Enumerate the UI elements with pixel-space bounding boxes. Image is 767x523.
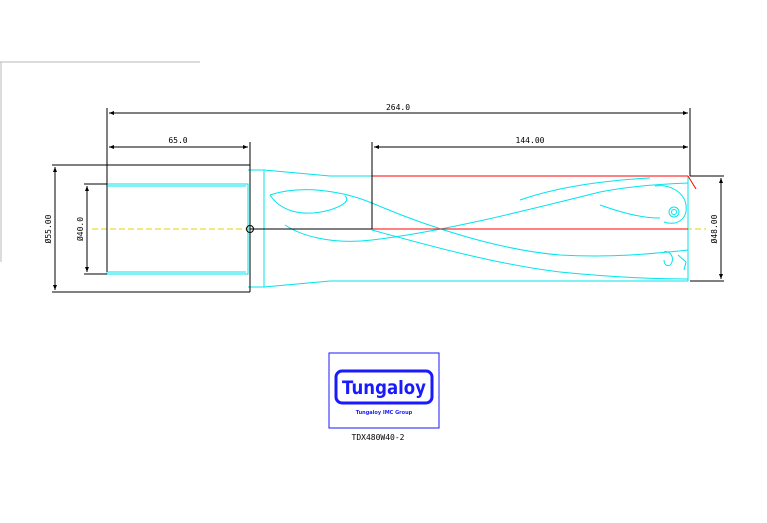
brand-logo: Tungaloy Tungaloy IMC Group xyxy=(328,352,440,429)
dimension-drill-diameter-label: Ø48.00 xyxy=(709,214,719,243)
dimension-shank-diameter-label: Ø40.0 xyxy=(75,217,85,241)
dimension-flute-length-label: 144.00 xyxy=(516,136,545,145)
cutting-edge xyxy=(372,175,697,230)
brand-logo-text: Tungaloy xyxy=(342,377,427,399)
viewport-frame xyxy=(0,61,200,262)
dimension-overall-length-label: 264.0 xyxy=(386,103,410,112)
dimension-body-diameter-label: Ø55.00 xyxy=(43,214,53,243)
dimension-shank-diameter xyxy=(84,183,107,275)
dimension-flute-length xyxy=(371,142,688,176)
part-number: TDX480W40-2 xyxy=(352,433,405,442)
dimension-overall-length xyxy=(106,108,691,272)
dimension-drill-diameter xyxy=(690,175,724,282)
dimension-shank-length xyxy=(109,142,251,229)
dimension-shank-length-label: 65.0 xyxy=(168,136,187,145)
brand-tagline: Tungaloy IMC Group xyxy=(356,410,413,416)
